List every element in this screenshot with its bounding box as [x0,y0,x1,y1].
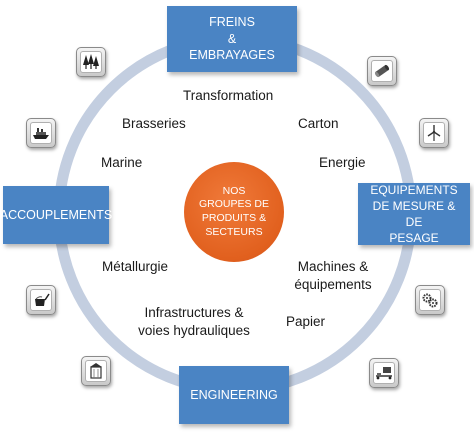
center-circle: NOS GROUPES DE PRODUITS & SECTEURS [184,162,284,262]
category-box-freins-embrayages: FREINS & EMBRAYAGES [167,6,297,72]
center-line1: NOS [222,184,246,197]
gears-icon [415,285,445,315]
sector-infrastructures-line1: Infrastructures & [144,305,244,320]
sector-infrastructures-line2: voies hydrauliques [138,322,250,338]
ladle-icon [26,285,56,315]
category-box-accouplements: ACCOUPLEMENTS [0,186,113,244]
center-line4: SECTEURS [205,225,263,238]
category-box-equipements-mesure: EQUIPEMENTS DE MESURE & DE PESAGE [358,183,470,245]
sector-machines-line2: équipements [294,276,372,292]
trees-icon [76,47,106,77]
box-right-line2: DE MESURE & DE [372,198,456,229]
center-line3: PRODUITS & [201,212,267,224]
box-bottom-line1: ENGINEERING [190,387,278,402]
sector-metallurgie: Métallurgie [102,259,169,274]
sector-energie: Energie [319,155,366,170]
ship-icon [26,118,56,148]
paper-roll-icon [367,56,397,86]
center-line2: GROUPES DE [198,198,269,211]
wind-turbine-icon [419,118,449,148]
box-top-line1: FREINS [209,14,255,29]
box-right-line1: EQUIPEMENTS [370,182,458,197]
box-left-line1: ACCOUPLEMENTS [0,207,113,222]
box-top-line3: EMBRAYAGES [189,48,275,63]
sector-brasseries: Brasseries [122,116,186,131]
grain-silo-icon [81,356,111,386]
sector-carton: Carton [298,116,339,131]
sector-machines-equipements: Machines & équipements [286,258,380,293]
sector-papier: Papier [286,314,326,329]
category-box-engineering: ENGINEERING [179,366,289,424]
sector-transformation: Transformation [183,88,274,103]
box-top-line2: & [227,31,237,46]
sector-machines-line1: Machines & [297,259,369,274]
sector-infrastructures: Infrastructures & voies hydrauliques [126,304,262,339]
box-right-line3: PESAGE [389,231,439,246]
sector-marine: Marine [101,155,143,170]
conveyor-machine-icon [369,358,399,388]
